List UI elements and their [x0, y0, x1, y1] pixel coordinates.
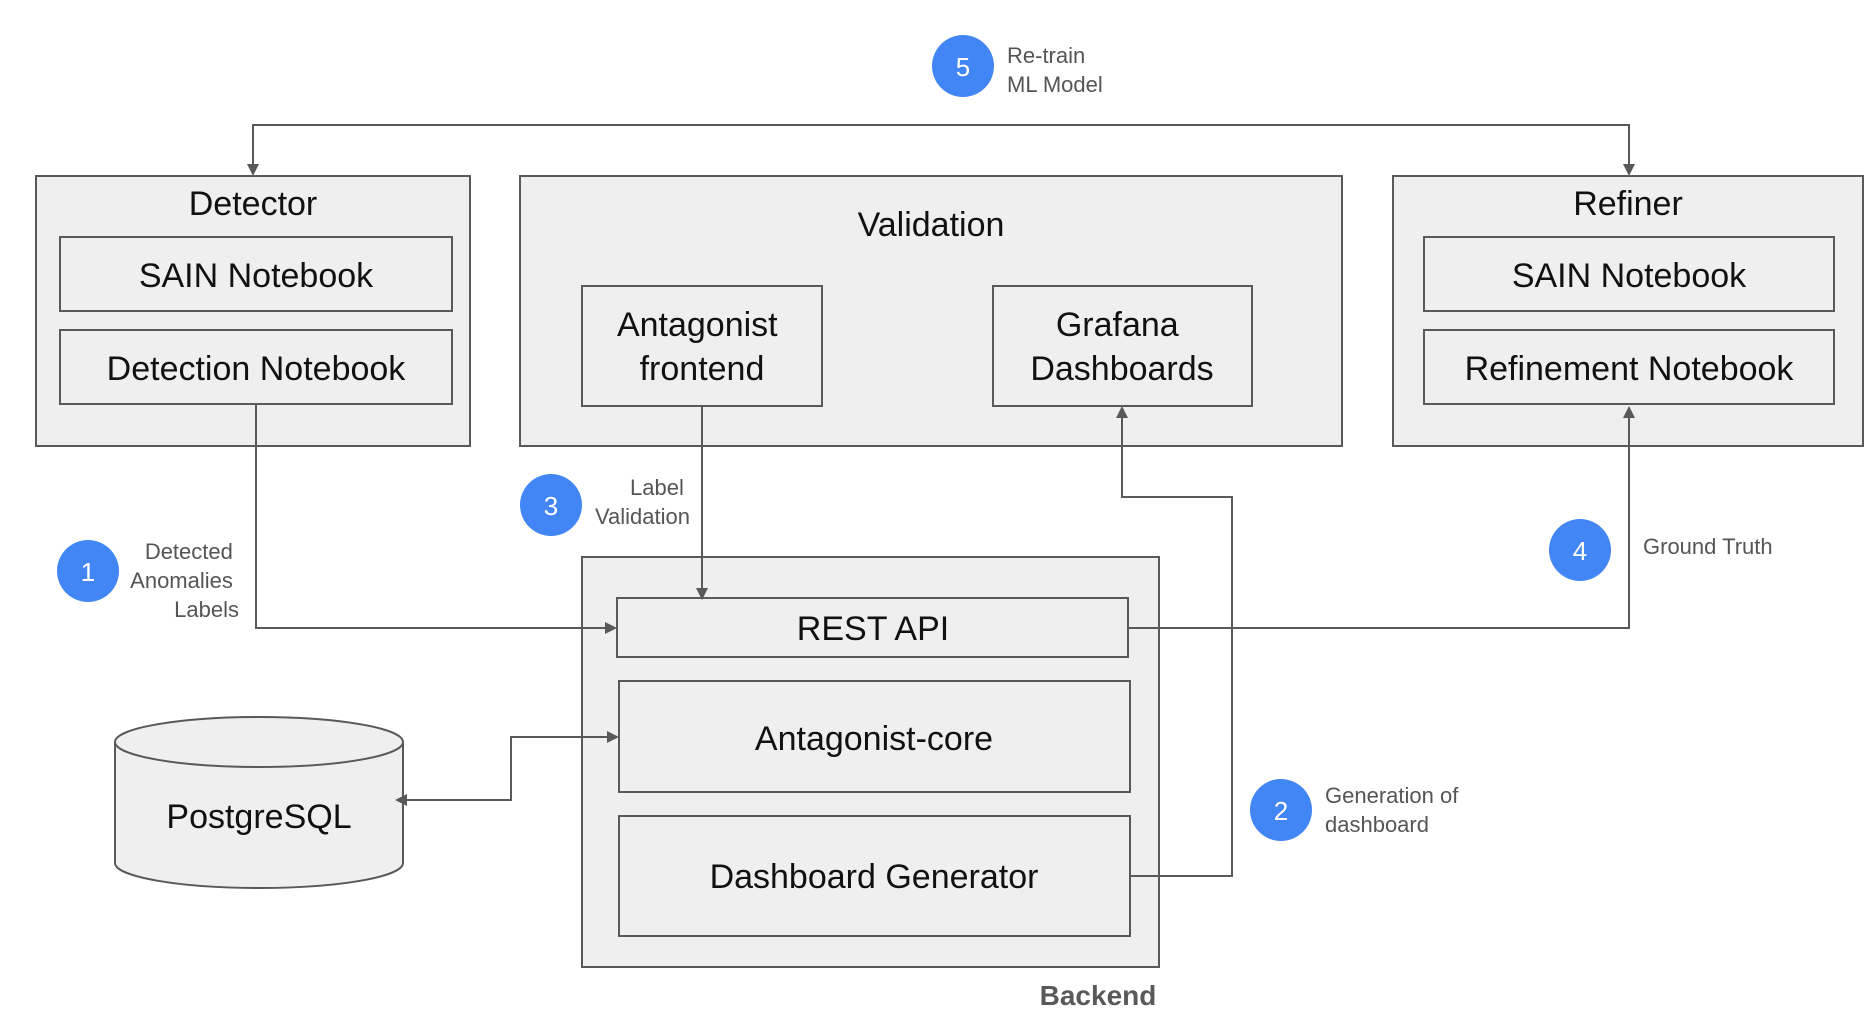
antagonist-frontend-line-1: Antagonist: [617, 306, 778, 344]
step-5-number: 5: [956, 52, 970, 82]
step-4: 4 Ground Truth: [1549, 519, 1773, 581]
postgresql-database: PostgreSQL: [114, 716, 404, 889]
postgresql-top: [114, 716, 404, 768]
step-2-number: 2: [1274, 796, 1288, 826]
step-3-label-line-1: Label: [630, 475, 684, 500]
step-5-label: Re-train ML Model: [1007, 43, 1103, 97]
step-4-number: 4: [1573, 536, 1587, 566]
step-4-label: Ground Truth: [1643, 534, 1773, 559]
step-1-number: 1: [81, 557, 95, 587]
refiner-sain-notebook-box: [1423, 236, 1835, 312]
step-3-badge: [520, 474, 582, 536]
step-3-label-line-2: Validation: [595, 504, 690, 529]
antagonist-frontend-label: Antagonist frontend: [617, 306, 787, 388]
step-1-label-line-1: Detected: [145, 539, 233, 564]
dashboard-generator-box: [618, 815, 1131, 937]
step-1-label: Detected Anomalies Labels: [130, 539, 239, 622]
grafana-dashboards-line-2: Dashboards: [1030, 350, 1213, 388]
antagonist-frontend-box: [581, 285, 823, 407]
step-1-label-line-2: Anomalies: [130, 568, 233, 593]
rest-api-label: REST API: [797, 610, 949, 648]
step-3: 3 Label Validation: [520, 474, 690, 536]
detection-notebook-label: Detection Notebook: [107, 350, 407, 388]
step-3-number: 3: [544, 491, 558, 521]
detector-sain-notebook-box: [59, 236, 453, 312]
detector-title: Detector: [189, 185, 318, 223]
step-5-badge: [932, 35, 994, 97]
antagonist-core-box: [618, 680, 1131, 793]
step-2-label-line-1: Generation of: [1325, 783, 1459, 808]
ground-truth-line: [1129, 406, 1635, 629]
db-connection-line: [395, 731, 619, 806]
step-1-label-line-3: Labels: [174, 597, 239, 622]
step-2-badge: [1250, 779, 1312, 841]
dashboard-generator-label: Dashboard Generator: [710, 858, 1039, 896]
postgresql-label: PostgreSQL: [166, 798, 351, 836]
grafana-dashboards-label: Grafana Dashboards: [1030, 306, 1213, 388]
retrain-line: [247, 124, 1630, 176]
antagonist-frontend-line-2: frontend: [640, 350, 765, 388]
postgresql-body: [114, 742, 404, 889]
grafana-dashboards-box: [992, 285, 1253, 407]
dashboard-generation-line: [1116, 406, 1233, 877]
step-1-badge: [57, 540, 119, 602]
antagonist-core-label: Antagonist-core: [755, 720, 993, 758]
refiner-title: Refiner: [1573, 185, 1683, 223]
step-2-label-line-2: dashboard: [1325, 812, 1429, 837]
detection-notebook-box: [59, 329, 453, 405]
backend-title: Backend: [1040, 980, 1157, 1011]
step-5-label-line-2: ML Model: [1007, 72, 1103, 97]
step-2: 2 Generation of dashboard: [1250, 779, 1464, 841]
step-5: 5 Re-train ML Model: [932, 35, 1103, 97]
grafana-dashboards-line-1: Grafana: [1056, 306, 1179, 344]
detector-sain-notebook-label: SAIN Notebook: [139, 257, 374, 295]
refiner-sain-notebook-label: SAIN Notebook: [1512, 257, 1747, 295]
step-4-badge: [1549, 519, 1611, 581]
refinement-notebook-label: Refinement Notebook: [1465, 350, 1795, 388]
detected-labels-line: [255, 405, 617, 634]
refinement-notebook-box: [1423, 329, 1835, 405]
rest-api-box: [616, 597, 1129, 658]
validation-title: Validation: [858, 206, 1005, 244]
step-3-label: Label Validation: [595, 475, 690, 529]
step-5-label-line-1: Re-train: [1007, 43, 1085, 68]
step-2-label: Generation of dashboard: [1325, 783, 1464, 837]
step-1: 1 Detected Anomalies Labels: [57, 539, 239, 622]
